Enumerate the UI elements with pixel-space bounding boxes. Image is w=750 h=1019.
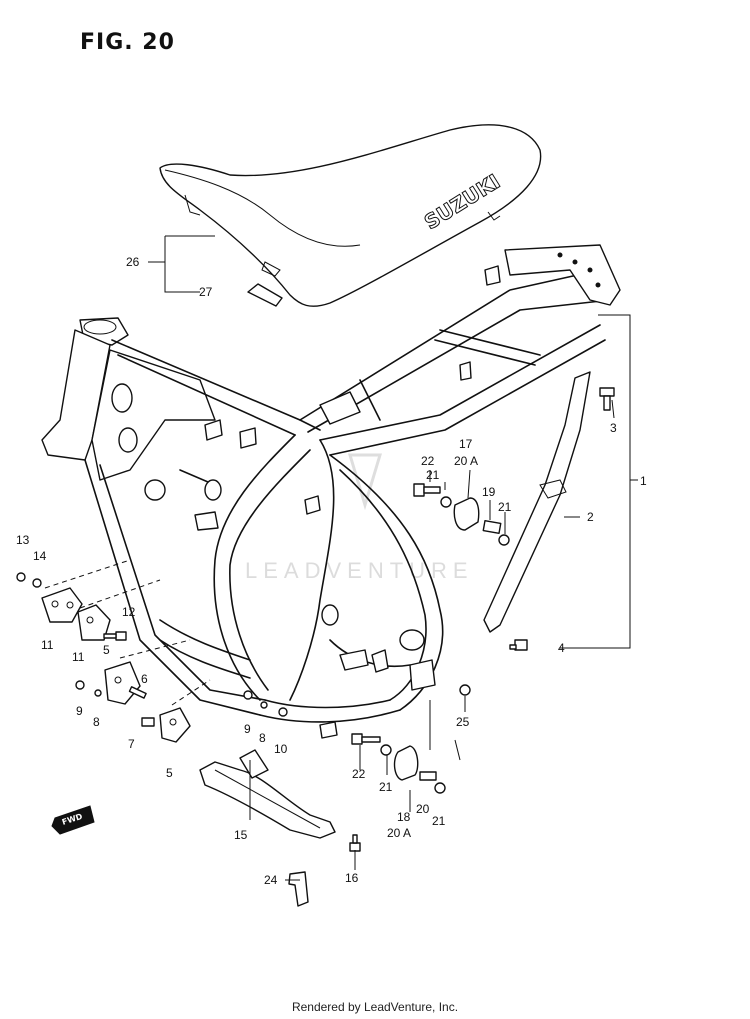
callout-20a: 20 A <box>454 454 478 468</box>
engine-plate-5a <box>104 661 141 705</box>
callout-2: 2 <box>587 510 594 524</box>
clip-24 <box>288 871 309 907</box>
callout-8b: 8 <box>259 731 266 745</box>
upper-mount-hardware <box>413 483 510 546</box>
callout-22a: 22 <box>421 454 435 468</box>
footer-credit: Rendered by LeadVenture, Inc. <box>291 1000 459 1014</box>
engine-plate-11a <box>41 587 83 623</box>
callout-11a: 11 <box>41 638 54 652</box>
callout-19: 19 <box>482 485 496 499</box>
callout-17: 17 <box>459 437 473 451</box>
callout-21b: 21 <box>498 500 512 514</box>
callout-9b: 9 <box>244 722 251 736</box>
watermark-text: LEADVENTURE <box>245 558 474 583</box>
callout-24: 24 <box>264 873 278 887</box>
callout-20: 20 <box>416 802 430 816</box>
callout-25: 25 <box>456 715 470 729</box>
lower-mount-hardware <box>351 733 446 794</box>
fwd-arrow: FWD <box>51 805 95 835</box>
callout-16: 16 <box>345 871 359 885</box>
callout-20b: 20 A <box>387 826 411 840</box>
bolt-3 <box>599 387 615 411</box>
figure-title: FIG. 20 <box>80 30 175 55</box>
callout-10: 10 <box>274 742 288 756</box>
callout-26: 26 <box>126 255 140 269</box>
callout-4: 4 <box>558 641 565 655</box>
main-frame <box>41 244 621 739</box>
rear-brace <box>483 371 591 633</box>
engine-plate-5b <box>159 707 191 743</box>
callout-21a: 21 <box>426 468 440 482</box>
seat: SUZUKI <box>159 124 542 307</box>
callout-5a: 5 <box>103 643 110 657</box>
callout-1: 1 <box>640 474 647 488</box>
callout-9a: 9 <box>76 704 83 718</box>
callout-18: 18 <box>397 810 411 824</box>
engine-plate-11b <box>77 604 111 641</box>
bolt-16 <box>349 834 361 852</box>
callout-7: 7 <box>128 737 135 751</box>
callout-21c: 21 <box>379 780 393 794</box>
callout-27: 27 <box>199 285 213 299</box>
bolt-4 <box>509 639 528 651</box>
callout-15: 15 <box>234 828 248 842</box>
callout-6: 6 <box>141 672 148 686</box>
callout-5b: 5 <box>166 766 173 780</box>
callout-11b: 11 <box>72 650 85 664</box>
callout-8a: 8 <box>93 715 100 729</box>
callout-12: 12 <box>122 605 136 619</box>
seat-strap <box>247 283 283 307</box>
callout-13: 13 <box>16 533 30 547</box>
callout-14: 14 <box>33 549 47 563</box>
callout-21d: 21 <box>432 814 446 828</box>
watermark-logo <box>347 453 383 511</box>
callout-22b: 22 <box>352 767 366 781</box>
callout-3: 3 <box>610 421 617 435</box>
callout-labels: 1 2 3 4 5 5 6 7 8 8 9 9 10 11 11 12 13 1… <box>16 255 647 887</box>
